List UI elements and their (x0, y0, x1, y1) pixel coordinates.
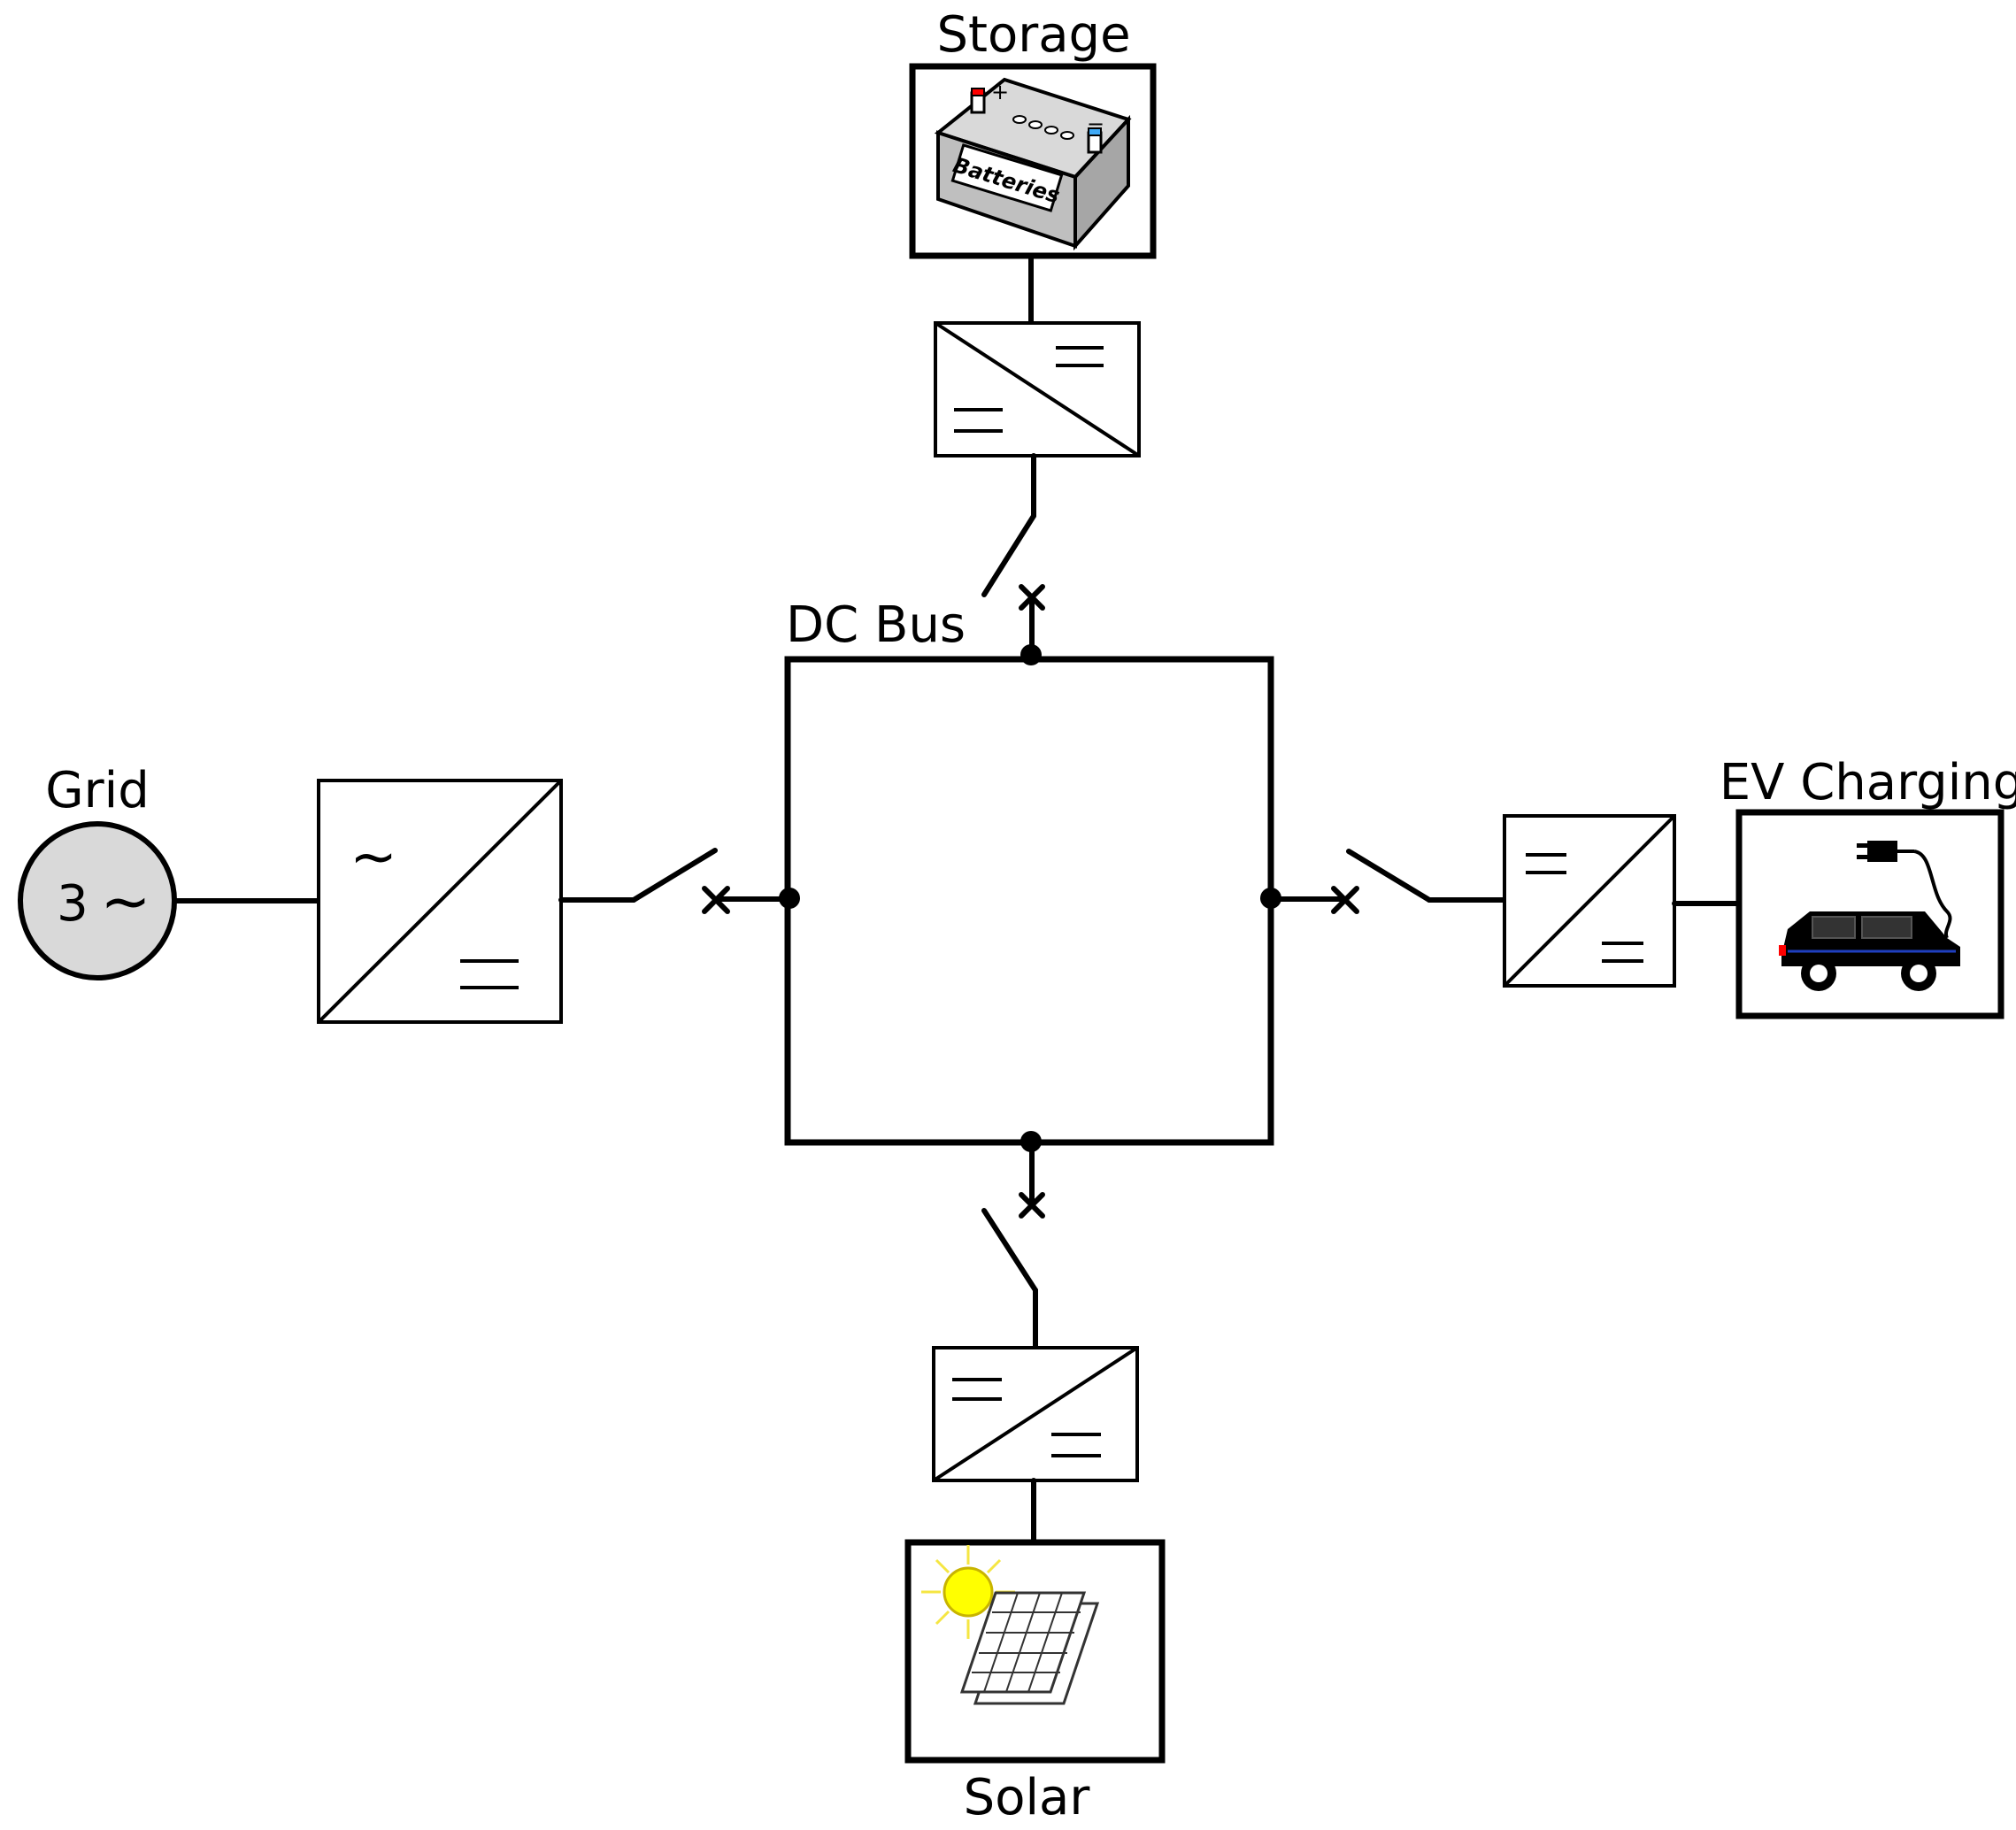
ev-car-icon (1779, 841, 1960, 991)
grid-symbol-number: 3 (57, 875, 88, 933)
solar-converter (932, 1346, 1139, 1482)
solar-breaker (981, 1139, 1045, 1350)
ev-charging-label: EV Charging (1720, 754, 2016, 811)
ev-converter (1503, 814, 1676, 988)
ac-symbol: ~ (350, 825, 397, 890)
battery-icon: Batteries + − (934, 77, 1132, 251)
grid-label: Grid (45, 762, 150, 819)
storage-breaker (981, 453, 1045, 657)
ev-breaker (1268, 849, 1507, 914)
battery-plus: + (991, 80, 1009, 104)
grid-symbol-wave: ~ (101, 867, 151, 937)
grid-breaker (558, 848, 792, 914)
storage-converter (934, 321, 1141, 458)
storage-label: Storage (936, 6, 1130, 64)
grid-source-icon (18, 821, 177, 980)
battery-minus: − (1087, 111, 1104, 136)
solar-panel-icon (921, 1545, 1100, 1705)
dc-bus-label: DC Bus (786, 596, 966, 654)
solar-label: Solar (964, 1769, 1091, 1826)
grid-converter (317, 779, 563, 1024)
dc-bus-rectangle (784, 656, 1274, 1146)
